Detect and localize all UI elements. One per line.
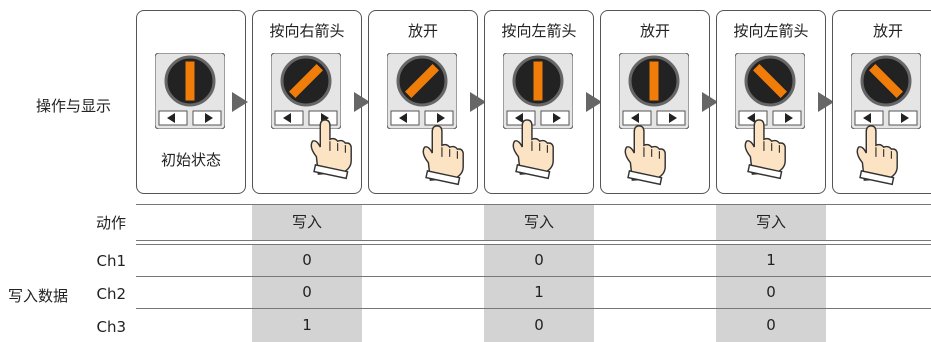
ch2-cell: 0 — [252, 277, 362, 308]
panel-title: 放开 — [407, 22, 438, 40]
panel-initial: 初始状态 — [136, 10, 246, 194]
selector-switch — [618, 52, 690, 130]
ch1-label: Ch1 — [96, 252, 126, 270]
panel-title: 放开 — [872, 22, 903, 40]
ch2-cell: 1 — [484, 277, 594, 308]
divider — [136, 276, 931, 277]
action-cell: 写入 — [252, 205, 362, 240]
action-cell: 写入 — [716, 205, 826, 240]
hand-pointer-icon — [299, 113, 357, 181]
operation-row-label: 操作与显示 — [36, 97, 112, 115]
panel-title: 按向右箭头 — [269, 22, 345, 40]
panel-press-left-1: 按向左箭头 — [484, 10, 594, 194]
panel-title: 按向左箭头 — [733, 22, 809, 40]
divider — [136, 308, 931, 309]
divider — [136, 204, 931, 205]
hand-pointer-icon — [501, 113, 559, 181]
ch3-cell: 0 — [484, 309, 594, 342]
arrow-right-icon — [470, 92, 486, 112]
ch2-cell: 0 — [716, 277, 826, 308]
arrow-right-icon — [818, 92, 834, 112]
arrow-right-icon — [232, 92, 248, 112]
panel-label: 初始状态 — [160, 151, 221, 169]
selector-switch — [270, 52, 342, 130]
hand-release-icon — [613, 119, 671, 187]
arrow-right-icon — [702, 92, 718, 112]
ch3-label: Ch3 — [96, 318, 126, 336]
selector-switch — [734, 52, 806, 130]
panel-title: 按向左箭头 — [501, 22, 577, 40]
ch1-cell: 1 — [716, 245, 826, 276]
selector-switch — [850, 52, 922, 130]
selector-switch — [502, 52, 574, 130]
panel-press-left-2: 按向左箭头 — [716, 10, 826, 194]
selector-switch — [386, 52, 458, 130]
panel-release-3: 放开 — [832, 10, 931, 194]
hand-release-icon — [411, 119, 469, 187]
ch2-label: Ch2 — [96, 285, 126, 303]
panel-release-1: 放开 — [368, 10, 478, 194]
divider — [136, 240, 931, 241]
panel-press-right: 按向右箭头 — [252, 10, 362, 194]
selector-switch — [154, 52, 226, 130]
ch1-cell: 0 — [252, 245, 362, 276]
panel-release-2: 放开 — [600, 10, 710, 194]
action-row-label: 动作 — [95, 214, 126, 232]
arrow-right-icon — [586, 92, 602, 112]
arrow-right-icon — [354, 92, 370, 112]
ch3-cell: 1 — [252, 309, 362, 342]
hand-pointer-icon — [733, 113, 791, 181]
panel-title: 放开 — [639, 22, 670, 40]
ch3-cell: 0 — [716, 309, 826, 342]
action-cell: 写入 — [484, 205, 594, 240]
write-data-label: 写入数据 — [8, 287, 69, 305]
hand-release-icon — [845, 119, 903, 187]
divider — [136, 244, 931, 245]
ch1-cell: 0 — [484, 245, 594, 276]
